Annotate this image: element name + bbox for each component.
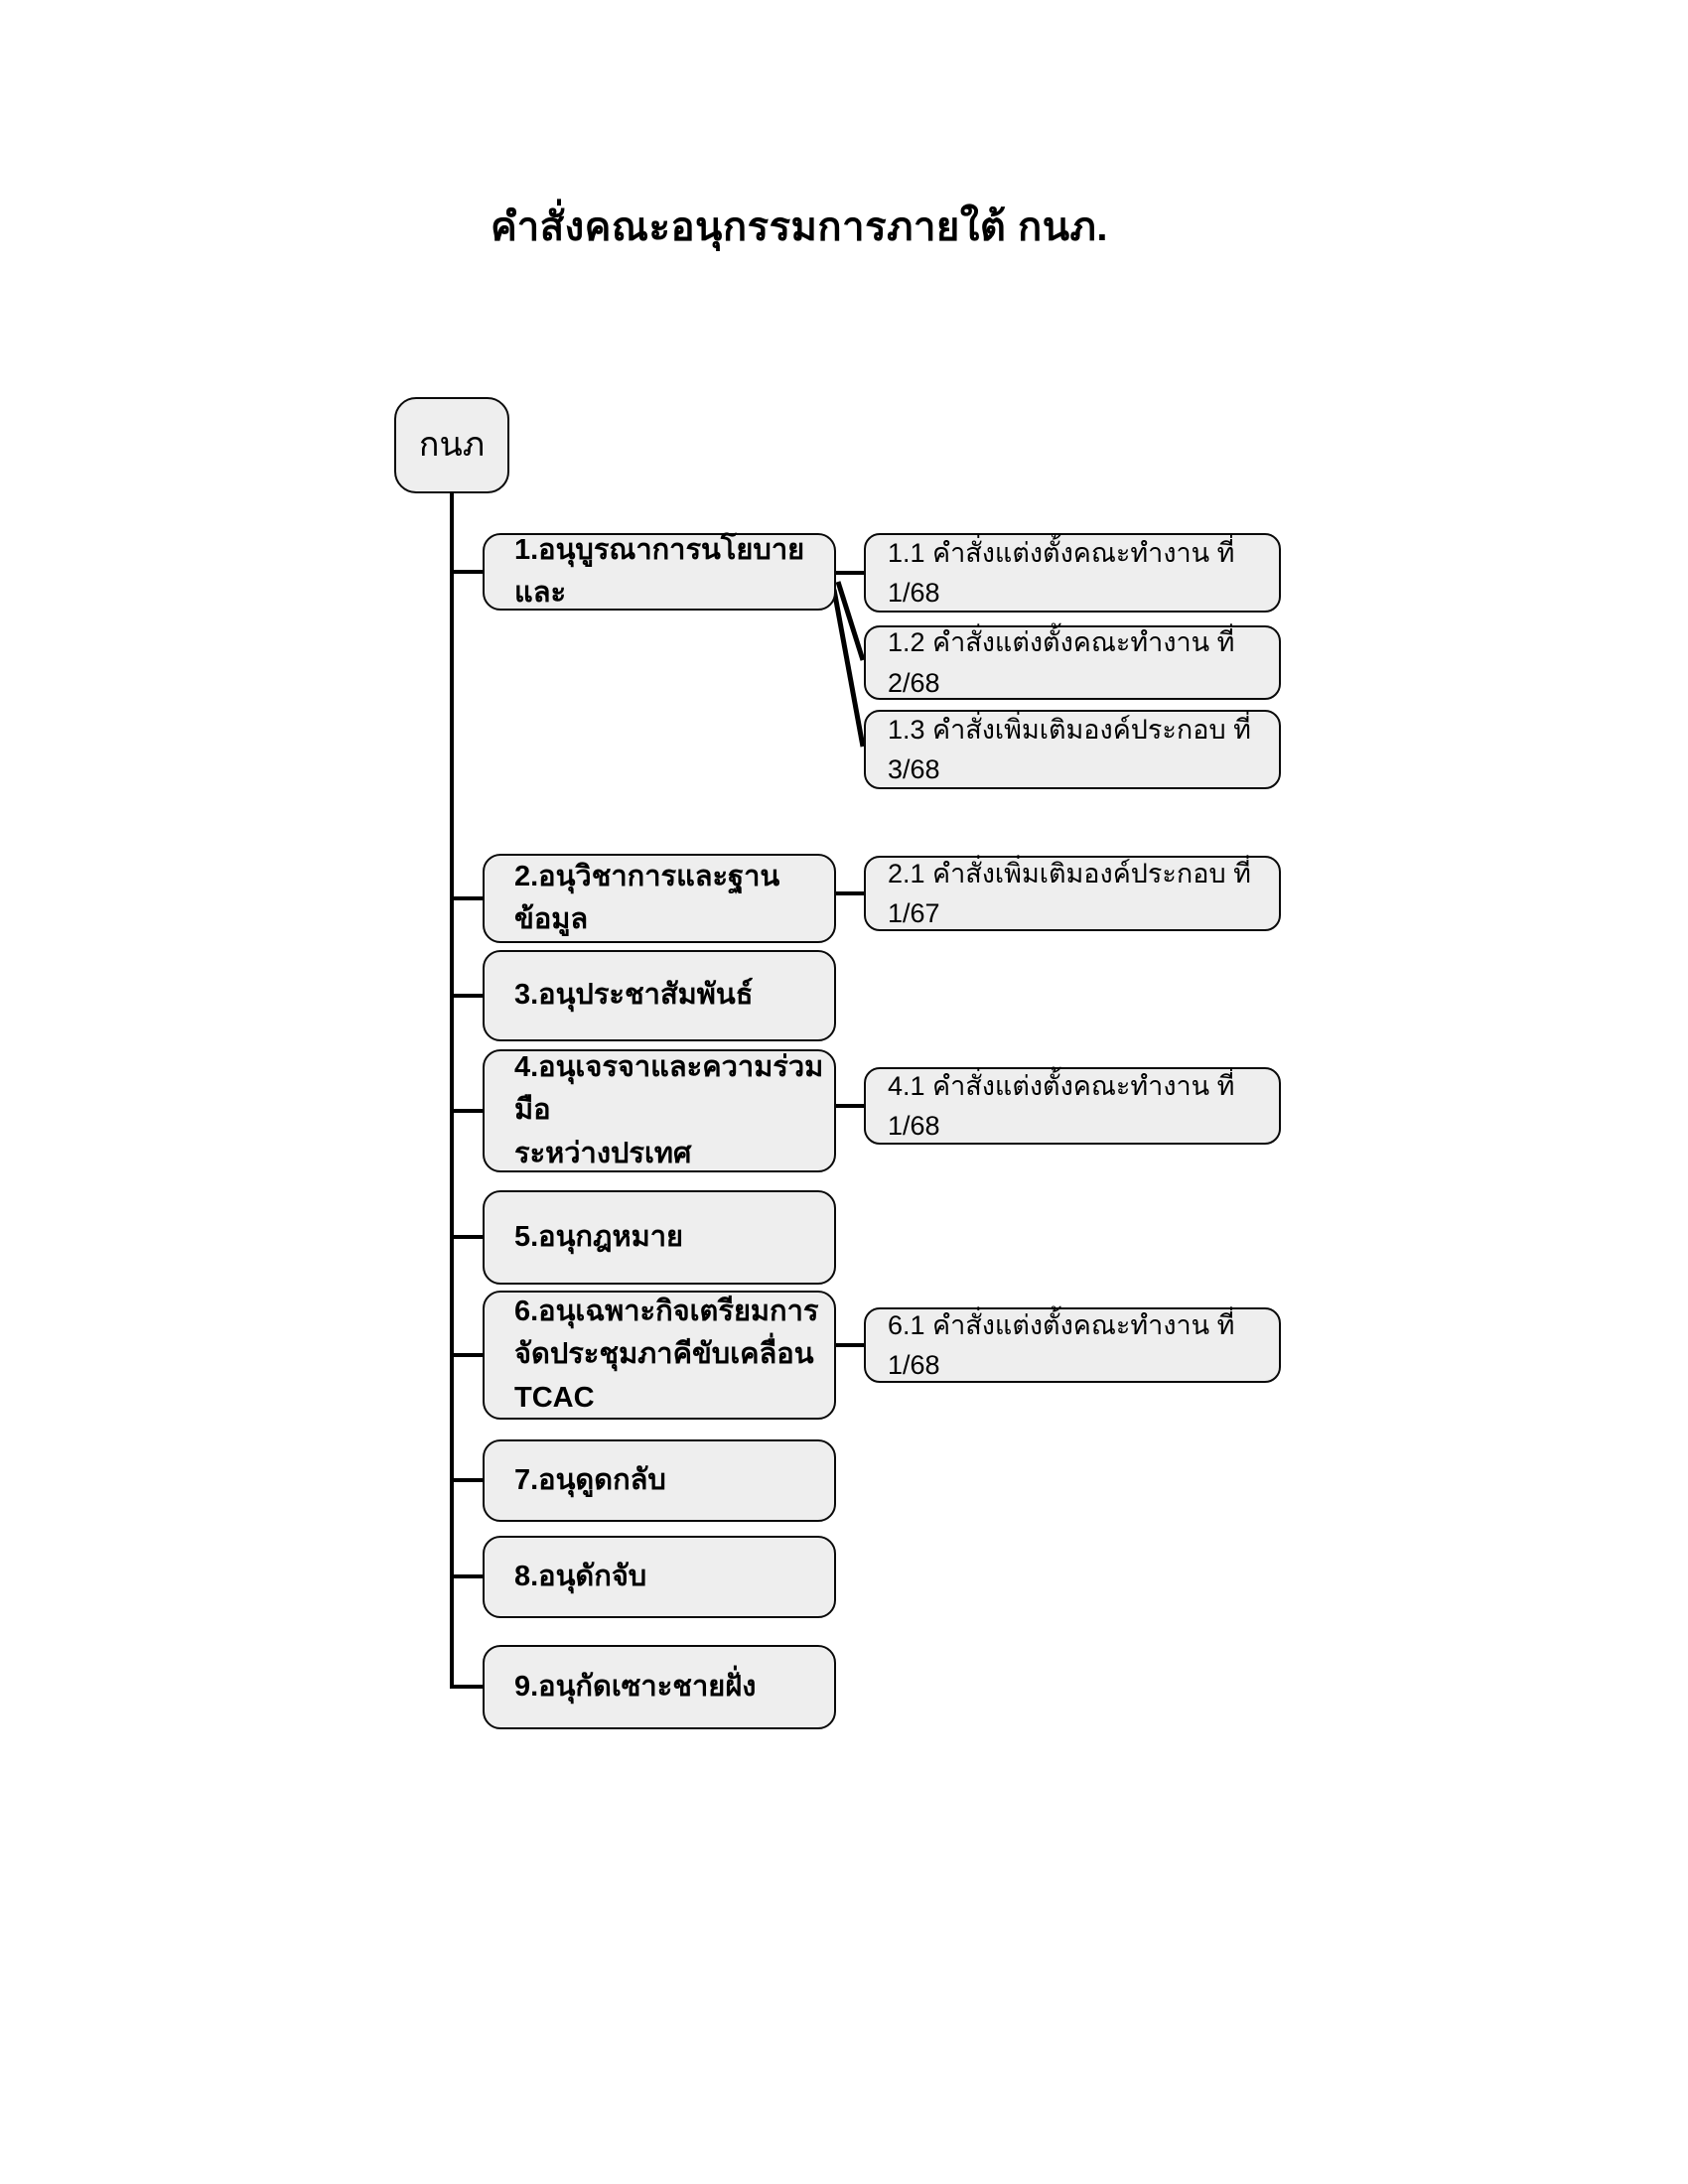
subnode-6-1-order: 6.1 คำสั่งแต่งตั้งคณะทำงาน ที่ 1/68 (864, 1307, 1281, 1383)
node-4-international-cooperation: 4.อนุเจรจาและความร่วมมือ ระหว่างปรเทศ (483, 1049, 836, 1172)
node-2-academic-database: 2.อนุวิชาการและฐานข้อมูล (483, 854, 836, 943)
diagram-title: คำสั่งคณะอนุกรรมการภายใต้ กนภ. (490, 205, 1109, 249)
node-5-law: 5.อนุกฎหมาย (483, 1190, 836, 1285)
subnode-1-1-order: 1.1 คำสั่งแต่งตั้งคณะทำงาน ที่ 1/68 (864, 533, 1281, 613)
subnode-1-1-label: 1.1 คำสั่งแต่งตั้งคณะทำงาน ที่ 1/68 (888, 537, 1235, 609)
subnode-2-1-order: 2.1 คำสั่งเพิ่มเติมองค์ประกอบ ที่ 1/67 (864, 856, 1281, 931)
subnode-1-2-order: 1.2 คำสั่งแต่งตั้งคณะทำงาน ที่ 2/68 (864, 625, 1281, 700)
node-8-label: 8.อนุดักจับ (514, 1560, 647, 1592)
node-8-capture: 8.อนุดักจับ (483, 1536, 836, 1618)
node-6-tcac-task-force: 6.อนุเฉพาะกิจเตรียมการ จัดประชุมภาคีขับเ… (483, 1291, 836, 1420)
node-9-label: 9.อนุกัดเซาะชายฝั่ง (514, 1670, 757, 1703)
subnode-6-1-label: 6.1 คำสั่งแต่งตั้งคณะทำงาน ที่ 1/68 (888, 1309, 1235, 1381)
subnode-4-1-label: 4.1 คำสั่งแต่งตั้งคณะทำงาน ที่ 1/68 (888, 1070, 1235, 1142)
node-3-label: 3.อนุประชาสัมพันธ์ (514, 979, 754, 1012)
subnode-1-3-order: 1.3 คำสั่งเพิ่มเติมองค์ประกอบ ที่ 3/68 (864, 710, 1281, 789)
node-1-integration-policy: 1.อนุบูรณาการนโยบายและ (483, 533, 836, 611)
node-7-absorption: 7.อนุดูดกลับ (483, 1439, 836, 1522)
subnode-2-1-label: 2.1 คำสั่งเพิ่มเติมองค์ประกอบ ที่ 1/67 (888, 858, 1251, 929)
node-7-label: 7.อนุดูดกลับ (514, 1463, 666, 1496)
node-5-label: 5.อนุกฎหมาย (514, 1220, 683, 1253)
subnode-1-3-label: 1.3 คำสั่งเพิ่มเติมองค์ประกอบ ที่ 3/68 (888, 714, 1251, 785)
node-6-label: 6.อนุเฉพาะกิจเตรียมการ จัดประชุมภาคีขับเ… (514, 1295, 819, 1414)
subnode-4-1-order: 4.1 คำสั่งแต่งตั้งคณะทำงาน ที่ 1/68 (864, 1067, 1281, 1145)
node-3-public-relations: 3.อนุประชาสัมพันธ์ (483, 950, 836, 1041)
node-4-label: 4.อนุเจรจาและความร่วมมือ ระหว่างปรเทศ (514, 1050, 824, 1169)
node-knp-root-label: กนภ (418, 426, 486, 464)
subnode-1-2-label: 1.2 คำสั่งแต่งตั้งคณะทำงาน ที่ 2/68 (888, 627, 1235, 698)
node-9-coastal-erosion: 9.อนุกัดเซาะชายฝั่ง (483, 1645, 836, 1729)
node-1-label: 1.อนุบูรณาการนโยบายและ (514, 533, 805, 610)
node-2-label: 2.อนุวิชาการและฐานข้อมูล (514, 860, 780, 936)
node-knp-root: กนภ (394, 397, 509, 493)
